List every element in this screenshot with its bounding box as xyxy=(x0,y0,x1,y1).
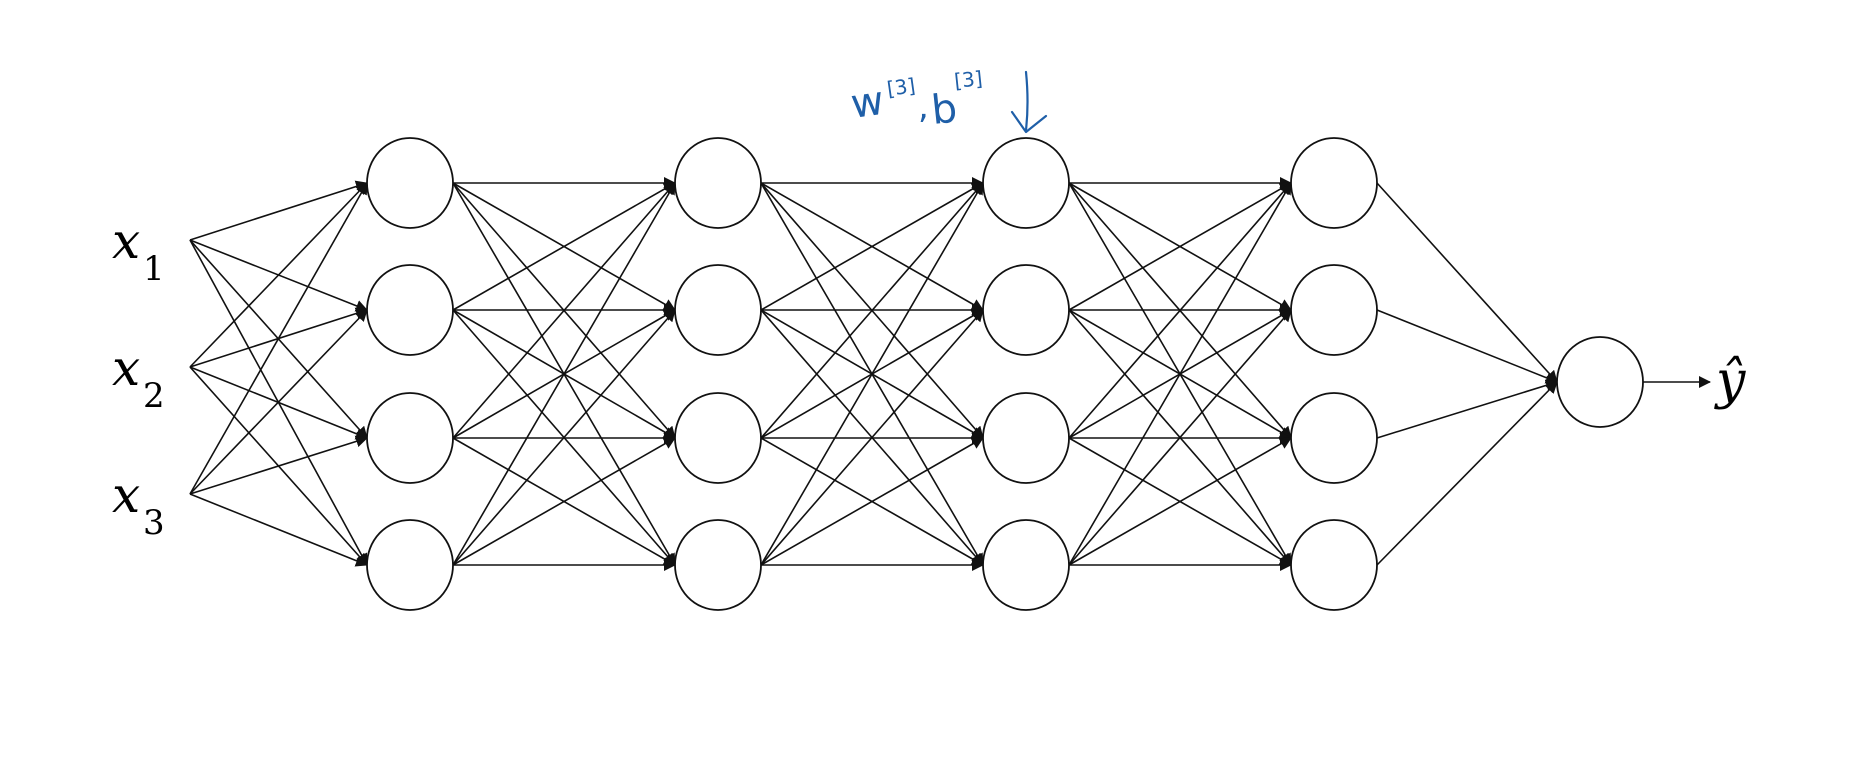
neuron-l1-n1 xyxy=(366,137,454,229)
edge-l1-n4-to-l2-n3 xyxy=(452,437,676,566)
connection-edges xyxy=(189,177,1711,571)
edge-l4-n1-to-output xyxy=(1376,182,1558,383)
neuron-l2-n4 xyxy=(674,519,762,611)
edge-l3-n2-to-l4-n1 xyxy=(1068,182,1292,311)
svg-text:[3]: [3] xyxy=(953,66,984,93)
svg-text:3: 3 xyxy=(143,503,165,543)
input-label-x3: x 3 xyxy=(112,466,165,543)
input-label-x1: x 1 xyxy=(112,212,165,289)
edge-l1-n4-to-l2-n1 xyxy=(452,182,676,566)
neuron-l3-n4 xyxy=(982,519,1070,611)
neuron-l3-n3 xyxy=(982,392,1070,484)
edge-l1-n4-to-l2-n2 xyxy=(452,309,676,566)
edge-l3-n4-to-l4-n1 xyxy=(1068,182,1292,566)
neuron-l1-n4 xyxy=(366,519,454,611)
annotation-arrow-icon xyxy=(1010,70,1048,134)
neuron-nodes xyxy=(366,137,1644,611)
edge-l2-n4-to-l3-n2 xyxy=(760,309,984,566)
edge-input-2-to-l1-n1 xyxy=(189,182,368,368)
edge-l3-n3-to-l4-n1 xyxy=(1068,182,1292,439)
edge-input-3-to-l1-n2 xyxy=(189,309,368,495)
neuron-l1-n2 xyxy=(366,264,454,356)
svg-text:2: 2 xyxy=(143,376,165,416)
edge-l2-n4-to-l3-n1 xyxy=(760,182,984,566)
neuron-l4-n4 xyxy=(1290,519,1378,611)
svg-text:,: , xyxy=(918,87,929,127)
neuron-l4-n2 xyxy=(1290,264,1378,356)
svg-text:x: x xyxy=(112,339,140,397)
neuron-l2-n3 xyxy=(674,392,762,484)
svg-text:1: 1 xyxy=(143,249,165,289)
neuron-l2-n2 xyxy=(674,264,762,356)
edge-input-1-to-l1-n1 xyxy=(189,180,368,241)
input-label-x2: x 2 xyxy=(112,339,165,416)
neuron-l3-n2 xyxy=(982,264,1070,356)
edge-l1-n3-to-l2-n1 xyxy=(452,182,676,439)
svg-text:b: b xyxy=(929,86,959,134)
output-label-y-hat: ŷ xyxy=(1714,351,1746,411)
edge-l2-n4-to-l3-n3 xyxy=(760,437,984,566)
neuron-l1-n3 xyxy=(366,392,454,484)
edge-l2-n3-to-l3-n1 xyxy=(760,182,984,439)
edge-l3-n4-to-l4-n3 xyxy=(1068,437,1292,566)
edge-l4-n4-to-output xyxy=(1376,381,1558,566)
neuron-l3-n1 xyxy=(982,137,1070,229)
edge-input-3-to-l1-n3 xyxy=(189,435,368,495)
handwritten-annotation: w [3] , b [3] xyxy=(848,66,984,134)
edge-input-3-to-l1-n1 xyxy=(189,182,368,495)
neuron-output xyxy=(1556,336,1644,428)
neuron-l4-n3 xyxy=(1290,392,1378,484)
edge-l1-n2-to-l2-n1 xyxy=(452,182,676,311)
edge-l2-n2-to-l3-n1 xyxy=(760,182,984,311)
svg-text:[3]: [3] xyxy=(885,73,916,101)
svg-text:x: x xyxy=(112,212,140,270)
edge-l4-n2-to-output xyxy=(1376,309,1558,384)
edge-l3-n4-to-l4-n2 xyxy=(1068,309,1292,566)
neuron-l4-n1 xyxy=(1290,137,1378,229)
edge-l4-n3-to-output xyxy=(1376,379,1558,439)
svg-text:x: x xyxy=(112,466,140,524)
neuron-l2-n1 xyxy=(674,137,762,229)
svg-text:w: w xyxy=(848,78,887,128)
edge-input-3-to-l1-n4 xyxy=(189,493,368,567)
